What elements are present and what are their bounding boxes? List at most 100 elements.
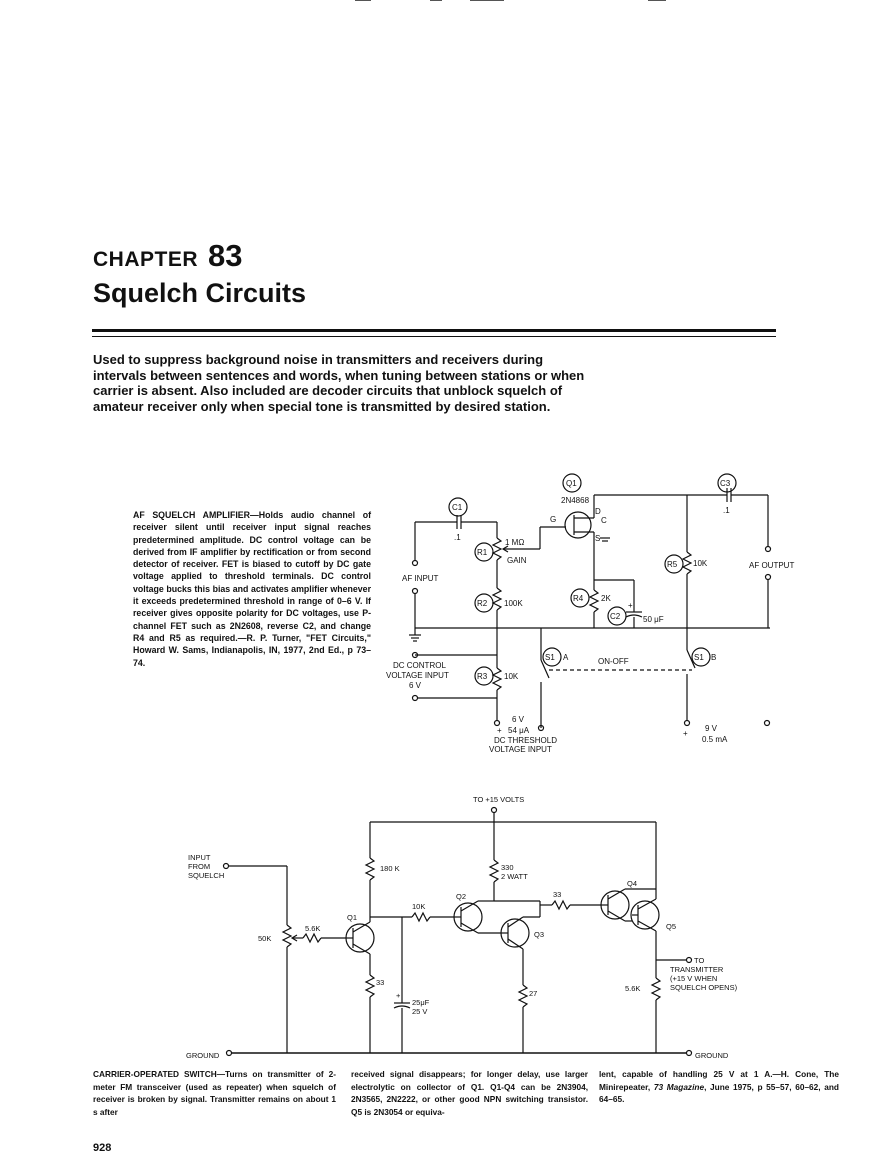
r4-label-circle [570, 588, 590, 608]
caption-lead: AF SQUELCH AMPLIFIER [133, 510, 250, 520]
cap-plus: + [396, 991, 401, 1000]
af-output-label: AF OUTPUT [749, 561, 794, 570]
supply-terminal [763, 719, 771, 727]
case-label: C [601, 516, 607, 525]
caption-body: —Holds audio channel of receiver silent … [133, 510, 371, 668]
emitter [607, 910, 626, 922]
r56k-resistor [302, 932, 322, 944]
cap-voltage: 25 V [412, 1007, 427, 1016]
ground-terminal [685, 1049, 693, 1057]
s1b-label-circle [691, 647, 711, 667]
threshold-plus: + [497, 726, 502, 735]
carrier-switch-schematic: TO +15 VOLTS INPUT FROM SQUELCH 50K 5.6K… [186, 795, 738, 1060]
r330-resistor [488, 859, 500, 883]
r2-value: 100K [504, 599, 523, 608]
supply-label: TO +15 VOLTS [473, 795, 524, 804]
collector [352, 921, 371, 933]
c3-label: C3 [720, 479, 731, 488]
r33a-label: 33 [376, 978, 384, 987]
threshold-label: VOLTAGE INPUT [489, 745, 552, 754]
q1-fet [564, 511, 592, 539]
ground-label-right: GROUND [695, 1051, 729, 1060]
threshold-terminal [537, 724, 545, 732]
caption-lead: CARRIER-OPERATED SWITCH [93, 1069, 217, 1079]
r33a-resistor [364, 974, 376, 998]
q4-label: Q4 [627, 879, 637, 888]
af-output-terminal [764, 545, 772, 553]
supply-terminal [490, 806, 498, 814]
source-label: S [595, 534, 600, 543]
collector [637, 898, 657, 910]
page-number: 928 [93, 1142, 112, 1154]
output-label: TRANSMITTER [670, 965, 724, 974]
dc-control-terminal [411, 694, 419, 702]
r5-resistor [681, 551, 693, 575]
r4-label: R4 [573, 594, 584, 603]
r5-label-circle [664, 554, 684, 574]
dc-control-label: DC CONTROL [393, 661, 446, 670]
r5-label: R5 [667, 560, 678, 569]
chapter-number: 83 [208, 238, 243, 273]
r1-label-circle [474, 542, 494, 562]
input-label: SQUELCH [188, 871, 224, 880]
q5-transistor [630, 900, 660, 930]
r4-resistor [588, 589, 600, 613]
ground-label-left: GROUND [186, 1051, 220, 1060]
q3-label: Q3 [534, 930, 544, 939]
gate-label: G [550, 515, 556, 524]
emitter [460, 922, 479, 934]
r3-resistor [491, 667, 503, 691]
q5-label: Q5 [666, 922, 676, 931]
cap-plate-curved [393, 1005, 411, 1009]
input-label: INPUT [188, 853, 211, 862]
q1-label: Q1 [347, 913, 357, 922]
scan-mark [470, 0, 504, 1]
chapter-word: CHAPTER [93, 248, 199, 271]
magazine-title: 73 Magazine [653, 1081, 705, 1092]
r1-value: 1 MΩ [505, 538, 524, 547]
drain-label: D [595, 507, 601, 516]
heading-rule-thin [92, 336, 776, 337]
c2-label: C2 [610, 612, 621, 621]
c2-plus: + [628, 601, 633, 610]
c1-label-circle [448, 497, 468, 517]
r2-label: R2 [477, 599, 488, 608]
c2-label-circle [607, 606, 627, 626]
supply-voltage: 9 V [705, 724, 718, 733]
scan-mark [648, 0, 666, 1]
r50k-label: 50K [258, 934, 271, 943]
emitter [352, 943, 371, 955]
dc-control-label: VOLTAGE INPUT [386, 671, 449, 680]
intro-paragraph: Used to suppress background noise in tra… [93, 352, 585, 414]
c2-value: 50 μF [643, 615, 664, 624]
ground-terminal [225, 1049, 233, 1057]
s1a-pole: A [563, 653, 569, 662]
af-output-terminal [764, 573, 772, 581]
s1a-contact [540, 659, 550, 679]
caption-body: —Turns on transmitter of 2-meter FM tran… [93, 1069, 336, 1117]
af-squelch-schematic: C1 .1 AF INPUT R1 1 MΩ GAIN G R2 100K Q1… [386, 473, 794, 754]
af-input-terminal [411, 587, 419, 595]
r4-value: 2K [601, 594, 611, 603]
on-off-label: ON-OFF [598, 657, 629, 666]
threshold-current: 54 μA [508, 726, 530, 735]
s1a-label-circle [542, 647, 562, 667]
r180k-label: 180 K [380, 864, 400, 873]
carrier-switch-caption-col1: CARRIER-OPERATED SWITCH—Turns on transmi… [93, 1068, 336, 1118]
caption-body: , June 1975, p 55–57, 60–62, and 64–65. [599, 1081, 839, 1105]
q2-label: Q2 [456, 892, 466, 901]
wiper-arrow [290, 934, 298, 942]
supply-plus: + [683, 729, 688, 738]
s1b-contact [686, 649, 696, 669]
s1a-label: S1 [545, 653, 555, 662]
c1-value: .1 [454, 533, 461, 542]
af-input-terminal [411, 559, 419, 567]
c3-value: .1 [723, 506, 730, 515]
r330-label: 330 [501, 863, 514, 872]
carrier-switch-caption-col2: received signal disappears; for longer d… [351, 1069, 588, 1117]
r3-value: 10K [504, 672, 519, 681]
s1b-pole: B [711, 653, 716, 662]
r56k-b-label: 5.6K [625, 984, 640, 993]
s1b-label: S1 [694, 653, 704, 662]
r27-resistor [517, 984, 529, 1008]
